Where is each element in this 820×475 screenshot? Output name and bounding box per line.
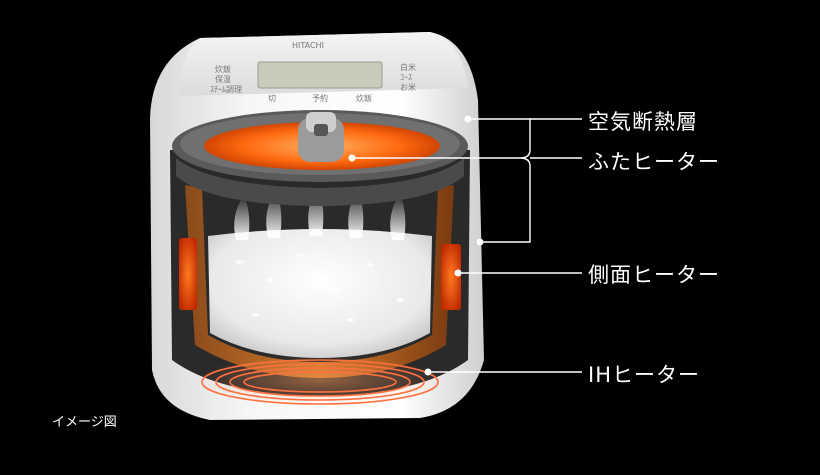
panel-left-button[interactable]: ｽﾁｰﾑ調理: [210, 84, 242, 94]
air-insulation-dot: [464, 115, 472, 123]
left-side-heater: [179, 238, 197, 310]
ih-heater-coil: [195, 356, 445, 405]
leader-dots: [348, 115, 484, 376]
side-heater-label: 側面ヒーター: [588, 263, 720, 287]
panel-right-button[interactable]: ｺｰｽ: [400, 73, 412, 82]
air-insulation-label: 空気断熱層: [588, 110, 698, 134]
lid-heater-dot: [348, 154, 356, 162]
panel-bottom-button[interactable]: 炊飯: [356, 93, 372, 103]
leader-lines: [352, 118, 582, 373]
lid-assembly: [172, 110, 468, 206]
panel-bottom-button[interactable]: 予約: [312, 93, 328, 103]
panel-right-button[interactable]: 白米: [400, 62, 416, 72]
inner-pot: [179, 185, 461, 378]
ih-heater-dot: [424, 368, 432, 376]
panel-left-button[interactable]: 炊飯: [215, 64, 231, 74]
lid-heater-label: ふたヒーター: [588, 150, 720, 174]
air-insulation-dot: [476, 238, 484, 246]
right-side-heater: [441, 244, 461, 310]
panel-bottom-button[interactable]: 切: [268, 94, 276, 103]
panel-right-button[interactable]: お米: [400, 82, 416, 92]
lcd-display: [257, 61, 383, 89]
brand-logo: HITACHI: [292, 41, 324, 50]
image-caption: イメージ図: [52, 415, 117, 430]
ih-heater-label: IHヒーター: [588, 363, 700, 387]
panel-left-button[interactable]: 保温: [215, 74, 231, 84]
side-heater-dot: [454, 269, 462, 277]
control-panel: HITACHI 炊飯 保温 ｽﾁｰﾑ調理 白米 ｺｰｽ お米 切 予約 炊飯: [210, 41, 416, 103]
rice: [208, 229, 432, 358]
